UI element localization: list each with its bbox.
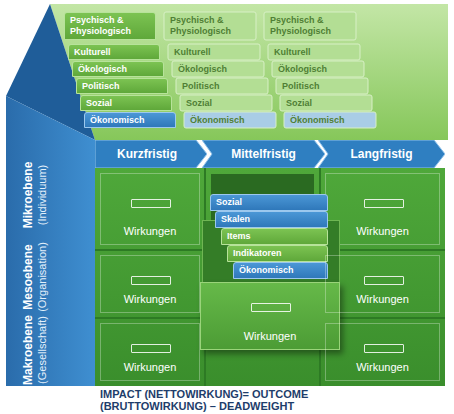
tab-label: Ökologisch (78, 64, 158, 75)
faded-card (280, 95, 372, 111)
top-face (50, 4, 448, 140)
drawer-handle (364, 199, 404, 208)
faded-tab-label: Politisch (282, 81, 320, 92)
faded-tab-label: Ökologisch (178, 64, 227, 75)
rotated-text: Mesoebene(Organisation) (21, 242, 49, 312)
tab-label: Politisch (82, 81, 162, 92)
time-arrow: Kurzfristig (95, 140, 207, 168)
time-label: Langfristig (318, 140, 445, 168)
drawer-handle (131, 344, 171, 353)
drawer-cell: Wirkungen (325, 323, 440, 381)
faded-tab-label: Kulturell (174, 47, 211, 58)
tab-label: Sozial (86, 98, 166, 109)
cell-label: Wirkungen (101, 225, 199, 237)
drawer-handle (364, 344, 404, 353)
faded-tab-label: Politisch (182, 81, 220, 92)
left-face (6, 96, 95, 386)
cell-label: Wirkungen (101, 293, 199, 305)
faded-tab-label: Ökologisch (278, 64, 327, 75)
front-face (95, 168, 445, 386)
faded-tab-label: Sozial (286, 98, 312, 109)
level-note: (Individuum) (35, 162, 49, 229)
arrow-outline (202, 140, 325, 168)
faded-card (264, 12, 356, 40)
level-name: Mesoebene (21, 242, 35, 312)
drawer-handle (364, 276, 404, 285)
folder-tab: Ökonomisch (84, 112, 176, 128)
level-note: (Organisation) (35, 242, 49, 312)
cell-label: Wirkungen (326, 225, 439, 237)
folder-tab: Ökologisch (72, 61, 164, 77)
time-label: Kurzfristig (95, 140, 207, 168)
drawer-tab: Sozial (210, 194, 328, 211)
tab-label: Items (227, 231, 322, 242)
faded-tab-label: Sozial (186, 98, 212, 109)
folder-tab: Sozial (80, 95, 172, 111)
drawer-tab: Items (221, 228, 328, 245)
faded-card (176, 78, 268, 94)
drawer-cell: Wirkungen (100, 255, 200, 313)
tab-label: Psychisch & Physiologisch (70, 15, 150, 37)
faded-card (276, 78, 368, 94)
faded-card (184, 112, 276, 128)
drawer-tab: Indikatoren (227, 245, 328, 262)
level-label: Makroebene(Gesellschaft) (10, 314, 60, 386)
drawer-handle (131, 199, 171, 208)
time-arrow: Mittelfristig (202, 140, 325, 168)
tab-label: Sozial (216, 197, 322, 208)
time-arrow: Langfristig (318, 140, 445, 168)
folder-tab: Psychisch & Physiologisch (64, 12, 156, 40)
drawer-cell: Wirkungen (100, 323, 200, 381)
formula-caption: IMPACT (NETTOWIRKUNG)= OUTCOME (BRUTTOWI… (100, 388, 400, 412)
pulled-drawer: Wirkungen SozialSkalenItemsIndikatorenÖko… (200, 190, 340, 350)
drawer-cell: Wirkungen (100, 173, 200, 245)
level-name: Mikroebene (21, 162, 35, 229)
tab-label: Skalen (221, 214, 322, 225)
tab-label: Indikatoren (233, 248, 322, 259)
faded-card (168, 44, 260, 60)
faded-card (284, 112, 376, 128)
faded-cards (164, 12, 376, 128)
drawer-tab: Skalen (215, 211, 328, 228)
faded-tab-label: Ökonomisch (290, 115, 345, 126)
faded-tab-label: Psychisch & Physiologisch (170, 15, 232, 37)
drawer-label: Wirkungen (201, 330, 339, 342)
cell-label: Wirkungen (101, 361, 199, 373)
faded-card (268, 44, 360, 60)
faded-card (172, 61, 264, 77)
drawer-front: Wirkungen (200, 282, 340, 350)
level-label: Mikroebene(Individuum) (10, 150, 60, 240)
tab-label: Kulturell (74, 47, 154, 58)
tab-label: Ökonomisch (90, 115, 170, 126)
rotated-text: Makroebene(Gesellschaft) (21, 315, 49, 385)
drawer-cell: Wirkungen (325, 255, 440, 313)
level-note: (Gesellschaft) (35, 315, 49, 385)
arrow-outline (95, 140, 207, 168)
cell-label: Wirkungen (326, 361, 439, 373)
time-label: Mittelfristig (202, 140, 325, 168)
folder-tab: Kulturell (68, 44, 160, 60)
level-label: Mesoebene(Organisation) (10, 240, 60, 314)
drawer-tab: Ökonomisch (233, 262, 328, 279)
faded-tab-label: Ökonomisch (190, 115, 245, 126)
rotated-text: Mikroebene(Individuum) (21, 162, 49, 229)
drawer-cell: Wirkungen (325, 173, 440, 245)
grid-lines (95, 168, 445, 386)
arrow-outline (318, 140, 445, 168)
faded-card (180, 95, 272, 111)
folder-tab: Politisch (76, 78, 168, 94)
faded-tab-label: Psychisch & Physiologisch (270, 15, 332, 37)
drawer-handle (251, 303, 291, 312)
drawer-handle (131, 276, 171, 285)
tab-label: Ökonomisch (239, 265, 322, 276)
level-name: Makroebene (21, 315, 35, 385)
faded-card (272, 61, 364, 77)
faded-card (164, 12, 256, 40)
cell-label: Wirkungen (326, 293, 439, 305)
faded-tab-label: Kulturell (274, 47, 311, 58)
